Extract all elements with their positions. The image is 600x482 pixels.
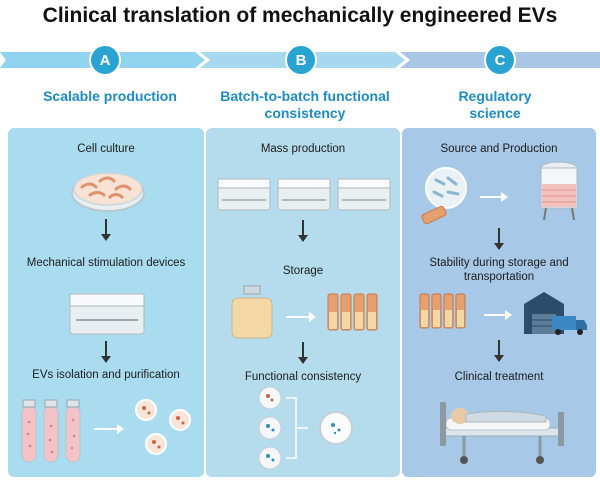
vial-rack-icon: [327, 293, 378, 331]
arrow-c2: [494, 228, 504, 250]
step-evs-isolation: EVs isolation and purification: [32, 369, 180, 381]
arrow-a1: [101, 219, 111, 241]
step-mass-production: Mass production: [260, 143, 346, 155]
step-mechanical-stimulation: Mechanical stimulation devices: [26, 257, 186, 269]
arrow-a3: [94, 424, 124, 434]
arrow-c1: [480, 192, 508, 202]
badge-c: C: [484, 44, 516, 76]
hospital-bed-icon: [440, 402, 564, 464]
step-cell-culture: Cell culture: [77, 143, 135, 155]
arrow-b3: [298, 342, 308, 364]
badge-a: A: [89, 44, 121, 76]
tubes-icon: [21, 399, 81, 463]
consistency-icon: [258, 386, 353, 470]
arrow-a2: [101, 341, 111, 363]
warehouse-truck-icon: [524, 292, 587, 335]
bioreactor-icon: [540, 161, 578, 221]
stimulation-device-icon: [69, 293, 145, 335]
step-stability: Stability during storage and transportat…: [429, 257, 569, 283]
petri-dish-icon: [71, 172, 145, 212]
cells-source-icon: [421, 167, 467, 225]
heading-regulatory-science: Regulatory science: [458, 88, 532, 121]
arrow-b1: [298, 220, 308, 242]
arrow-c3: [484, 310, 512, 320]
step-clinical-treatment: Clinical treatment: [454, 371, 544, 383]
arrow-b2: [286, 312, 316, 322]
step-functional-consistency: Functional consistency: [244, 371, 362, 383]
heading-batch-consistency: Batch-to-batch functional consistency: [220, 88, 390, 121]
storage-bottle-icon: [231, 285, 273, 339]
evs-vesicles-icon: [135, 399, 191, 455]
vial-batch-icon: [419, 293, 466, 329]
device-array-icon: [217, 178, 391, 211]
heading-scalable-production: Scalable production: [43, 88, 177, 104]
arrow-c4: [494, 340, 504, 362]
step-storage: Storage: [282, 265, 324, 277]
figure-title: Clinical translation of mechanically eng…: [42, 4, 558, 27]
step-source-production: Source and Production: [440, 143, 558, 155]
badge-b: B: [285, 44, 317, 76]
